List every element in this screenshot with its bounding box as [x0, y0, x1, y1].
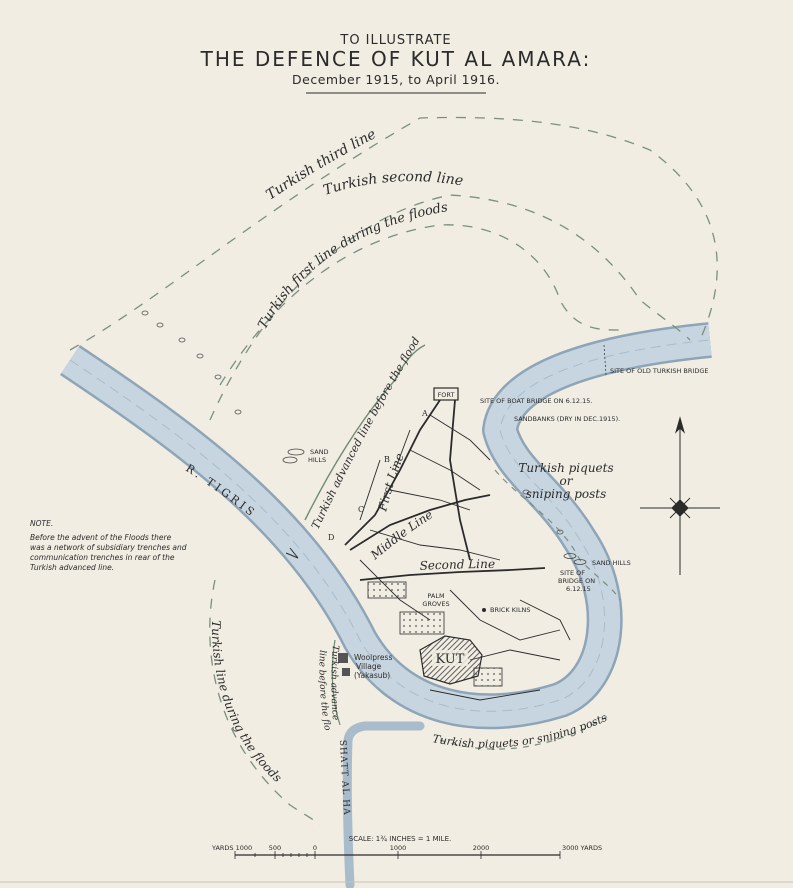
note-line-4: Turkish advanced line. [30, 563, 114, 572]
piquets-east-label: Turkish piquets or sniping posts [518, 461, 613, 501]
scale-label-5: 3000 YARDS [562, 844, 602, 852]
turkish-line-floods [209, 579, 321, 826]
sand-hills-label-a: SAND [310, 448, 329, 456]
piquet-line-east [494, 469, 621, 601]
boat-bridge-label: SITE OF BOAT BRIDGE ON 6.12.15. [480, 397, 592, 405]
shatt-al-hai-channel [342, 721, 425, 888]
palm-grove-2 [399, 611, 445, 635]
piquet-line-south [439, 714, 611, 750]
note-line-2: was a network of subsidiary trenches and [30, 543, 187, 552]
scale-label-2: 0 [313, 844, 317, 852]
turkish-first-line-floods [219, 224, 621, 386]
title-block: TO ILLUSTRATE THE DEFENCE OF KUT AL AMAR… [200, 33, 592, 94]
kut-label: KUT [436, 652, 465, 667]
title-line-1: TO ILLUSTRATE [339, 33, 451, 48]
scale-label-4: 2000 [473, 844, 490, 852]
redoubt-b: B [384, 455, 390, 464]
old-turkish-bridge-label: SITE OF OLD TURKISH BRIDGE [610, 367, 708, 375]
brick-kiln-marker [482, 608, 486, 612]
old-bridge-marker [603, 344, 607, 376]
woolpress-block-1 [338, 653, 348, 663]
woolpress-label-c: (Yakasub) [354, 671, 390, 680]
scale-label-3: 1000 [390, 844, 407, 852]
flow-arrow-icon [285, 547, 299, 559]
scale-title: SCALE: 1¾ INCHES = 1 MILE. [349, 835, 451, 843]
site-bridge-label-a: SITE OF [560, 569, 585, 577]
turkish-advanced-line [304, 344, 426, 521]
site-bridge-label-b: BRIDGE ON [558, 577, 595, 585]
first-line-trench [344, 399, 441, 546]
turkish-third-line [69, 116, 718, 351]
second-line-trench [359, 567, 546, 581]
palm-groves-label-a: PALM [427, 592, 444, 600]
note-heading: NOTE. [30, 519, 53, 528]
fort-label: FORT [438, 391, 455, 399]
redoubt-d: D [328, 533, 334, 542]
note-line-1: Before the advent of the Floods there [30, 533, 172, 542]
title-line-3: December 1915, to April 1916. [292, 72, 500, 87]
scale-label-0: YARDS 1000 [211, 844, 252, 852]
woolpress-village: Woolpress Village (Yakasub) [338, 653, 392, 680]
palm-grove-1 [367, 581, 407, 599]
east-flank-trench [449, 399, 471, 561]
compass-rose-icon [640, 416, 720, 575]
fort-outline [433, 387, 459, 401]
redoubt-a: A [421, 409, 428, 418]
woolpress-block-2 [342, 668, 350, 676]
redoubt-c: C [358, 505, 364, 514]
scale-ticks [234, 851, 561, 859]
redoubt-labels: A B C D [328, 409, 428, 542]
sand-hills-east-label: SAND HILLS [592, 559, 631, 567]
turkish-second-line [209, 194, 691, 421]
sand-hills-label-b: HILLS [308, 456, 326, 464]
brick-kilns: BRICK KILNS [482, 606, 531, 614]
site-bridge-label-c: 6.12.15 [566, 585, 591, 593]
note-line-3: communication trenches in rear of the [30, 553, 175, 562]
kut-town: KUT [419, 635, 483, 685]
turkish-advanced-line-south [331, 639, 341, 726]
communication-trenches [359, 414, 571, 701]
second-line-label: Second Line [419, 557, 495, 573]
british-lines [344, 399, 546, 581]
piquets-east-a: Turkish piquets [518, 461, 613, 475]
piquets-east-b: or [560, 474, 574, 488]
middle-line-trench [349, 494, 491, 551]
fort: FORT [433, 387, 459, 401]
sand-hills-east: SAND HILLS [563, 553, 631, 567]
brick-kilns-label: BRICK KILNS [490, 606, 531, 614]
title-line-2: THE DEFENCE OF KUT AL AMARA: [200, 47, 592, 71]
sand-hills-west: SAND HILLS [282, 448, 329, 464]
sandbanks-label: SANDBANKS (DRY IN DEC.1915). [514, 415, 620, 423]
woolpress-label-b: Village [356, 662, 382, 671]
river-tigris-ripples [69, 339, 711, 712]
note-block: NOTE. Before the advent of the Floods th… [30, 519, 187, 572]
woolpress-label-a: Woolpress [354, 653, 392, 662]
piquets-east-c: sniping posts [526, 487, 607, 501]
scale-bar: SCALE: 1¾ INCHES = 1 MILE. YARDS 1000 50… [211, 835, 602, 859]
scale-label-1: 500 [269, 844, 281, 852]
small-outposts [141, 310, 564, 535]
kut-label-bg [432, 650, 468, 666]
palm-groves: PALM GROVES [367, 581, 503, 687]
palm-groves-label-b: GROVES [422, 600, 449, 608]
